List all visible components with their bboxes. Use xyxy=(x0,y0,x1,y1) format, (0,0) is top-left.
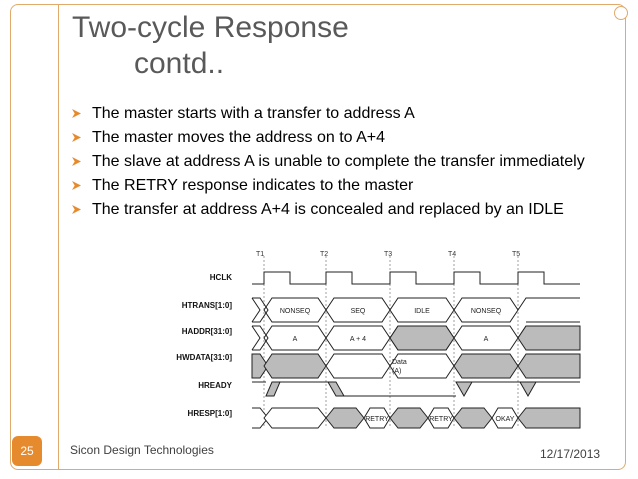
hwdata-bus xyxy=(251,353,581,379)
timing-diagram-svg: T1 T2 T3 T4 T5 HCLK HTRANS[1:0] HADDR[31… xyxy=(176,251,581,429)
time-label-t2: T2 xyxy=(320,251,328,258)
htrans-value: SEQ xyxy=(351,308,366,315)
bullet-item: The master moves the address on to A+4 xyxy=(70,128,610,148)
htrans-value: IDLE xyxy=(414,308,430,315)
signal-label-hwdata: HWDATA[31:0] xyxy=(176,353,232,362)
bullet-text: The RETRY response indicates to the mast… xyxy=(92,177,414,194)
htrans-value: NONSEQ xyxy=(471,308,502,315)
bullet-arrow-icon xyxy=(72,205,81,214)
haddr-value: A + 4 xyxy=(350,336,366,343)
hready-waveform xyxy=(265,381,537,398)
signal-label-hready: HREADY xyxy=(198,381,232,390)
corner-circle-icon xyxy=(614,6,628,20)
bullet-text: The master starts with a transfer to add… xyxy=(92,105,415,122)
signal-label-htrans: HTRANS[1:0] xyxy=(182,301,233,310)
bullet-text: The master moves the address on to A+4 xyxy=(92,129,386,146)
signal-label-haddr: HADDR[31:0] xyxy=(182,327,233,336)
time-label-t3: T3 xyxy=(384,251,392,258)
bullet-list: The master starts with a transfer to add… xyxy=(70,104,610,224)
hresp-bus xyxy=(252,407,327,429)
title-line-2: contd.. xyxy=(134,47,225,80)
bullet-item: The transfer at address A+4 is concealed… xyxy=(70,200,610,220)
timing-diagram: T1 T2 T3 T4 T5 HCLK HTRANS[1:0] HADDR[31… xyxy=(140,246,590,430)
bullet-arrow-icon xyxy=(72,181,81,190)
haddr-value: A xyxy=(293,336,298,343)
haddr-value: A xyxy=(484,336,489,343)
time-label-t1: T1 xyxy=(256,251,264,258)
bullet-arrow-icon xyxy=(72,109,81,118)
signal-label-hresp: HRESP[1:0] xyxy=(188,409,233,418)
bullet-text: The transfer at address A+4 is concealed… xyxy=(92,201,564,218)
bullet-arrow-icon xyxy=(72,133,81,142)
bullet-item: The master starts with a transfer to add… xyxy=(70,104,610,124)
bullet-arrow-icon xyxy=(72,157,81,166)
htrans-value: NONSEQ xyxy=(280,308,311,315)
hresp-value: OKAY xyxy=(496,416,515,423)
slide-frame xyxy=(10,4,626,470)
haddr-invalid-regions xyxy=(389,325,581,351)
bullet-item: The RETRY response indicates to the mast… xyxy=(70,176,610,196)
slide-title: Two-cycle Response contd.. xyxy=(72,10,592,82)
time-label-t5: T5 xyxy=(512,251,520,258)
hresp-value: RETRY xyxy=(365,416,389,423)
slide-number-badge: 25 xyxy=(12,436,42,466)
bullet-text: The slave at address A is unable to comp… xyxy=(92,153,585,170)
slide-left-rule xyxy=(58,4,59,470)
signal-label-hclk: HCLK xyxy=(210,273,232,282)
hwdata-value: Data xyxy=(392,359,407,366)
hresp-value: RETRY xyxy=(429,416,453,423)
bullet-item: The slave at address A is unable to comp… xyxy=(70,152,610,172)
footer-company: Sicon Design Technologies xyxy=(70,443,214,457)
time-label-t4: T4 xyxy=(448,251,456,258)
hwdata-value: (A) xyxy=(392,368,401,375)
footer-date: 12/17/2013 xyxy=(540,447,601,461)
hclk-waveform xyxy=(252,271,580,285)
htrans-bus xyxy=(251,297,580,323)
title-line-1: Two-cycle Response xyxy=(72,11,349,44)
slide-number: 25 xyxy=(20,444,34,458)
